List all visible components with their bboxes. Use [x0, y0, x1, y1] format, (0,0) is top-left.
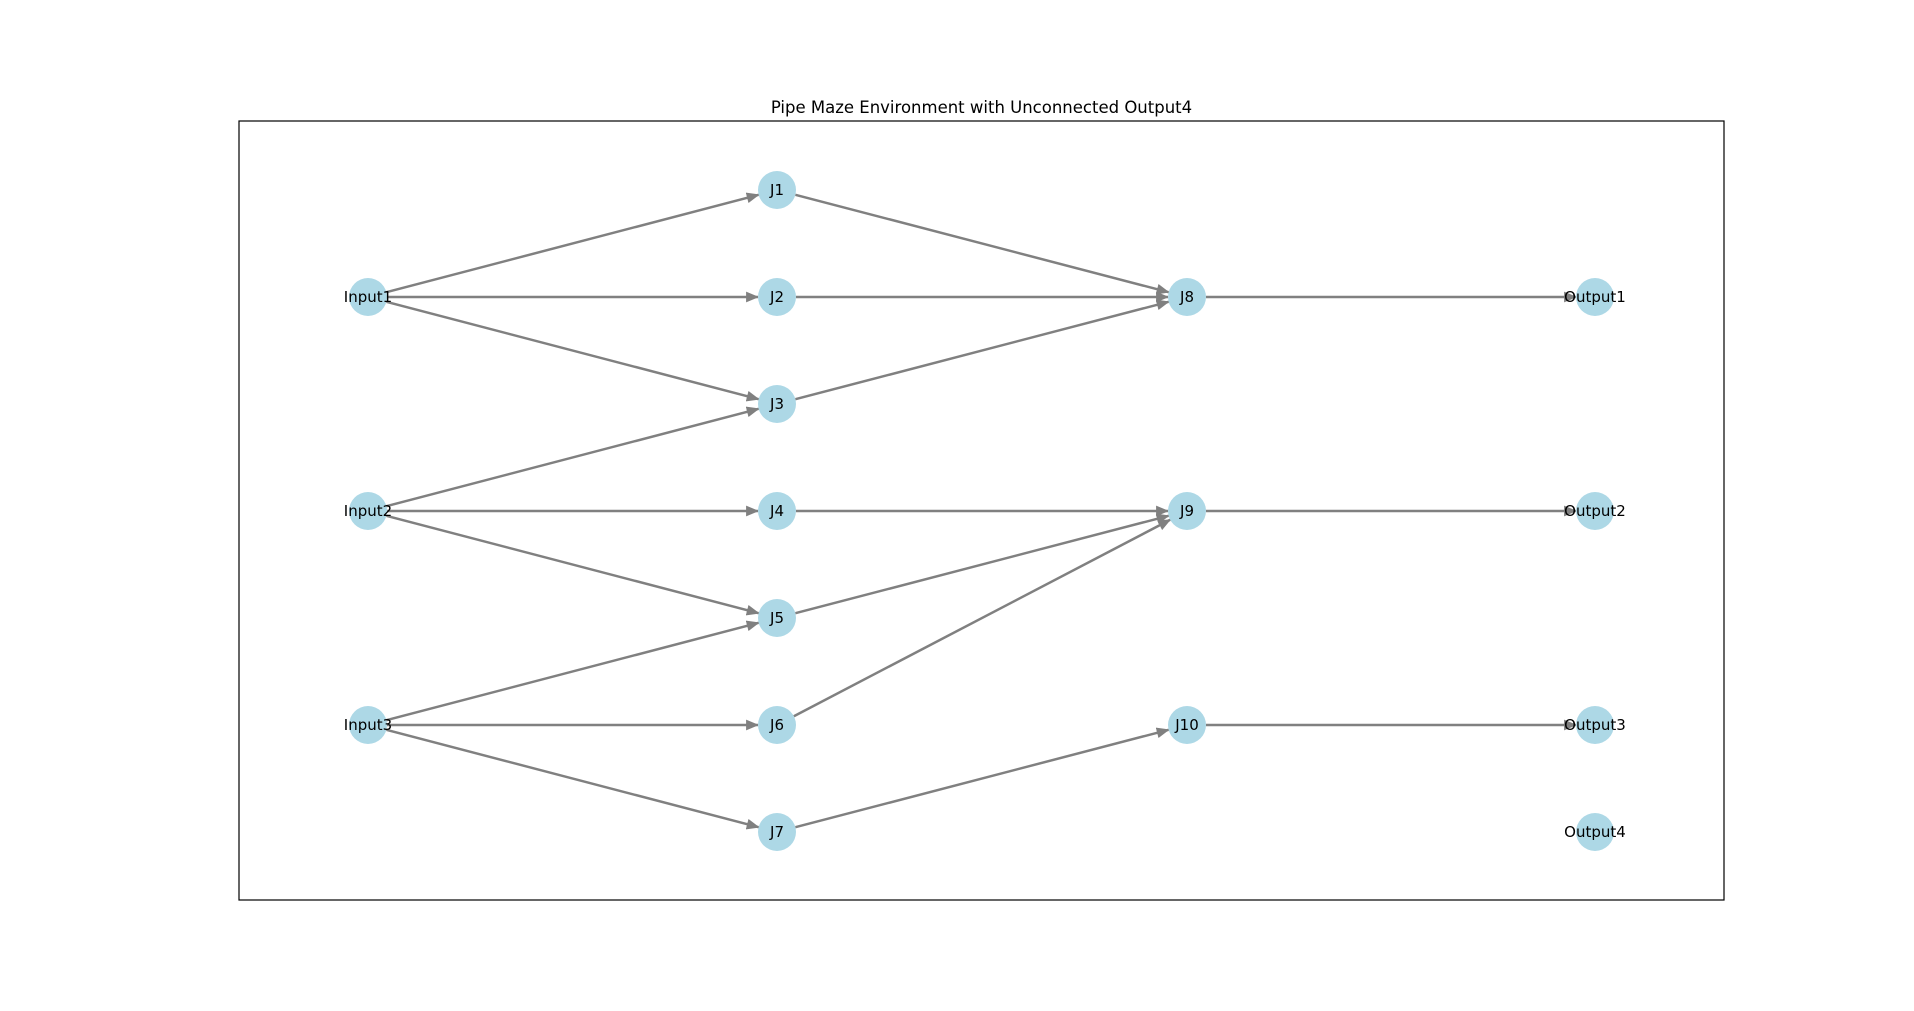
node-label-J7: J7	[769, 823, 784, 841]
node-J10	[1168, 706, 1206, 744]
node-label-J9: J9	[1179, 502, 1194, 520]
node-J5	[758, 599, 796, 637]
edge-Input3-to-J5	[386, 620, 760, 722]
edge-J6-to-J9	[793, 518, 1172, 718]
node-J1	[758, 171, 796, 209]
node-label-J10: J10	[1174, 716, 1199, 734]
edges-layer	[386, 192, 1578, 830]
node-J9	[1168, 492, 1206, 530]
node-label-J3: J3	[769, 395, 784, 413]
edge-J3-to-J8	[795, 299, 1170, 401]
edge-J7-to-J10	[795, 727, 1170, 829]
node-label-J8: J8	[1179, 288, 1194, 306]
node-J4	[758, 492, 796, 530]
node-J6	[758, 706, 796, 744]
node-J2	[758, 278, 796, 316]
node-Input1	[349, 278, 387, 316]
node-label-Output2: Output2	[1564, 502, 1626, 520]
node-Output3	[1576, 706, 1614, 744]
nodes-layer	[349, 171, 1614, 851]
node-label-J2: J2	[769, 288, 784, 306]
plot-border	[238, 120, 1725, 901]
edge-J1-to-J8	[795, 193, 1170, 295]
node-J3	[758, 385, 796, 423]
node-J7	[758, 813, 796, 851]
node-label-Output3: Output3	[1564, 716, 1626, 734]
node-label-J6: J6	[769, 716, 784, 734]
node-label-Output1: Output1	[1564, 288, 1626, 306]
node-label-J1: J1	[769, 181, 784, 199]
node-J8	[1168, 278, 1206, 316]
node-Output1	[1576, 278, 1614, 316]
edge-Input2-to-J3	[386, 406, 760, 508]
node-Output2	[1576, 492, 1614, 530]
edge-Input2-to-J5	[386, 514, 760, 616]
node-Input2	[349, 492, 387, 530]
node-Input3	[349, 706, 387, 744]
edge-Input1-to-J1	[386, 192, 760, 294]
node-label-J4: J4	[769, 502, 784, 520]
node-Output4	[1576, 813, 1614, 851]
node-label-J5: J5	[769, 609, 784, 627]
node-label-Input1: Input1	[344, 288, 392, 306]
chart-title: Pipe Maze Environment with Unconnected O…	[771, 98, 1192, 117]
node-label-Input3: Input3	[344, 716, 392, 734]
node-label-Input2: Input2	[344, 502, 392, 520]
edge-J5-to-J9	[795, 513, 1170, 615]
node-label-Output4: Output4	[1564, 823, 1626, 841]
edge-Input3-to-J7	[386, 728, 760, 830]
labels-layer: Input1Input2Input3J1J2J3J4J5J6J7J8J9J10O…	[344, 181, 1626, 841]
edge-Input1-to-J3	[386, 300, 760, 402]
